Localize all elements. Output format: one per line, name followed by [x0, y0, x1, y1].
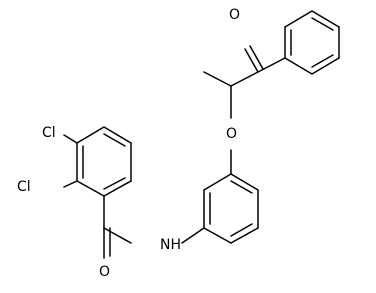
amide-oxygen-label: O [99, 264, 110, 280]
ketone-c-o-double [249, 45, 264, 70]
cl-bond-top [63, 134, 78, 144]
nh-label: NH [160, 237, 181, 253]
benzoyl-phenyl-ring [284, 10, 340, 75]
ketone-oxygen-label: O [229, 7, 240, 23]
methyl-bond [203, 71, 232, 87]
cl-label-left: Cl [17, 179, 31, 195]
aminophenyl-ring [203, 173, 259, 244]
cl-label-top: Cl [42, 125, 56, 141]
dichlorophenyl-ring [76, 126, 132, 197]
ch-carbonyl-bond [230, 71, 259, 87]
n-ring-bond [181, 227, 205, 244]
ketone-c-o-bond [244, 48, 259, 73]
carbonyl-phenyl-bond [257, 57, 286, 73]
ether-oxygen-label: O [226, 126, 237, 142]
amide-c-n-bond [103, 227, 132, 244]
cl-bond-left [63, 180, 78, 188]
